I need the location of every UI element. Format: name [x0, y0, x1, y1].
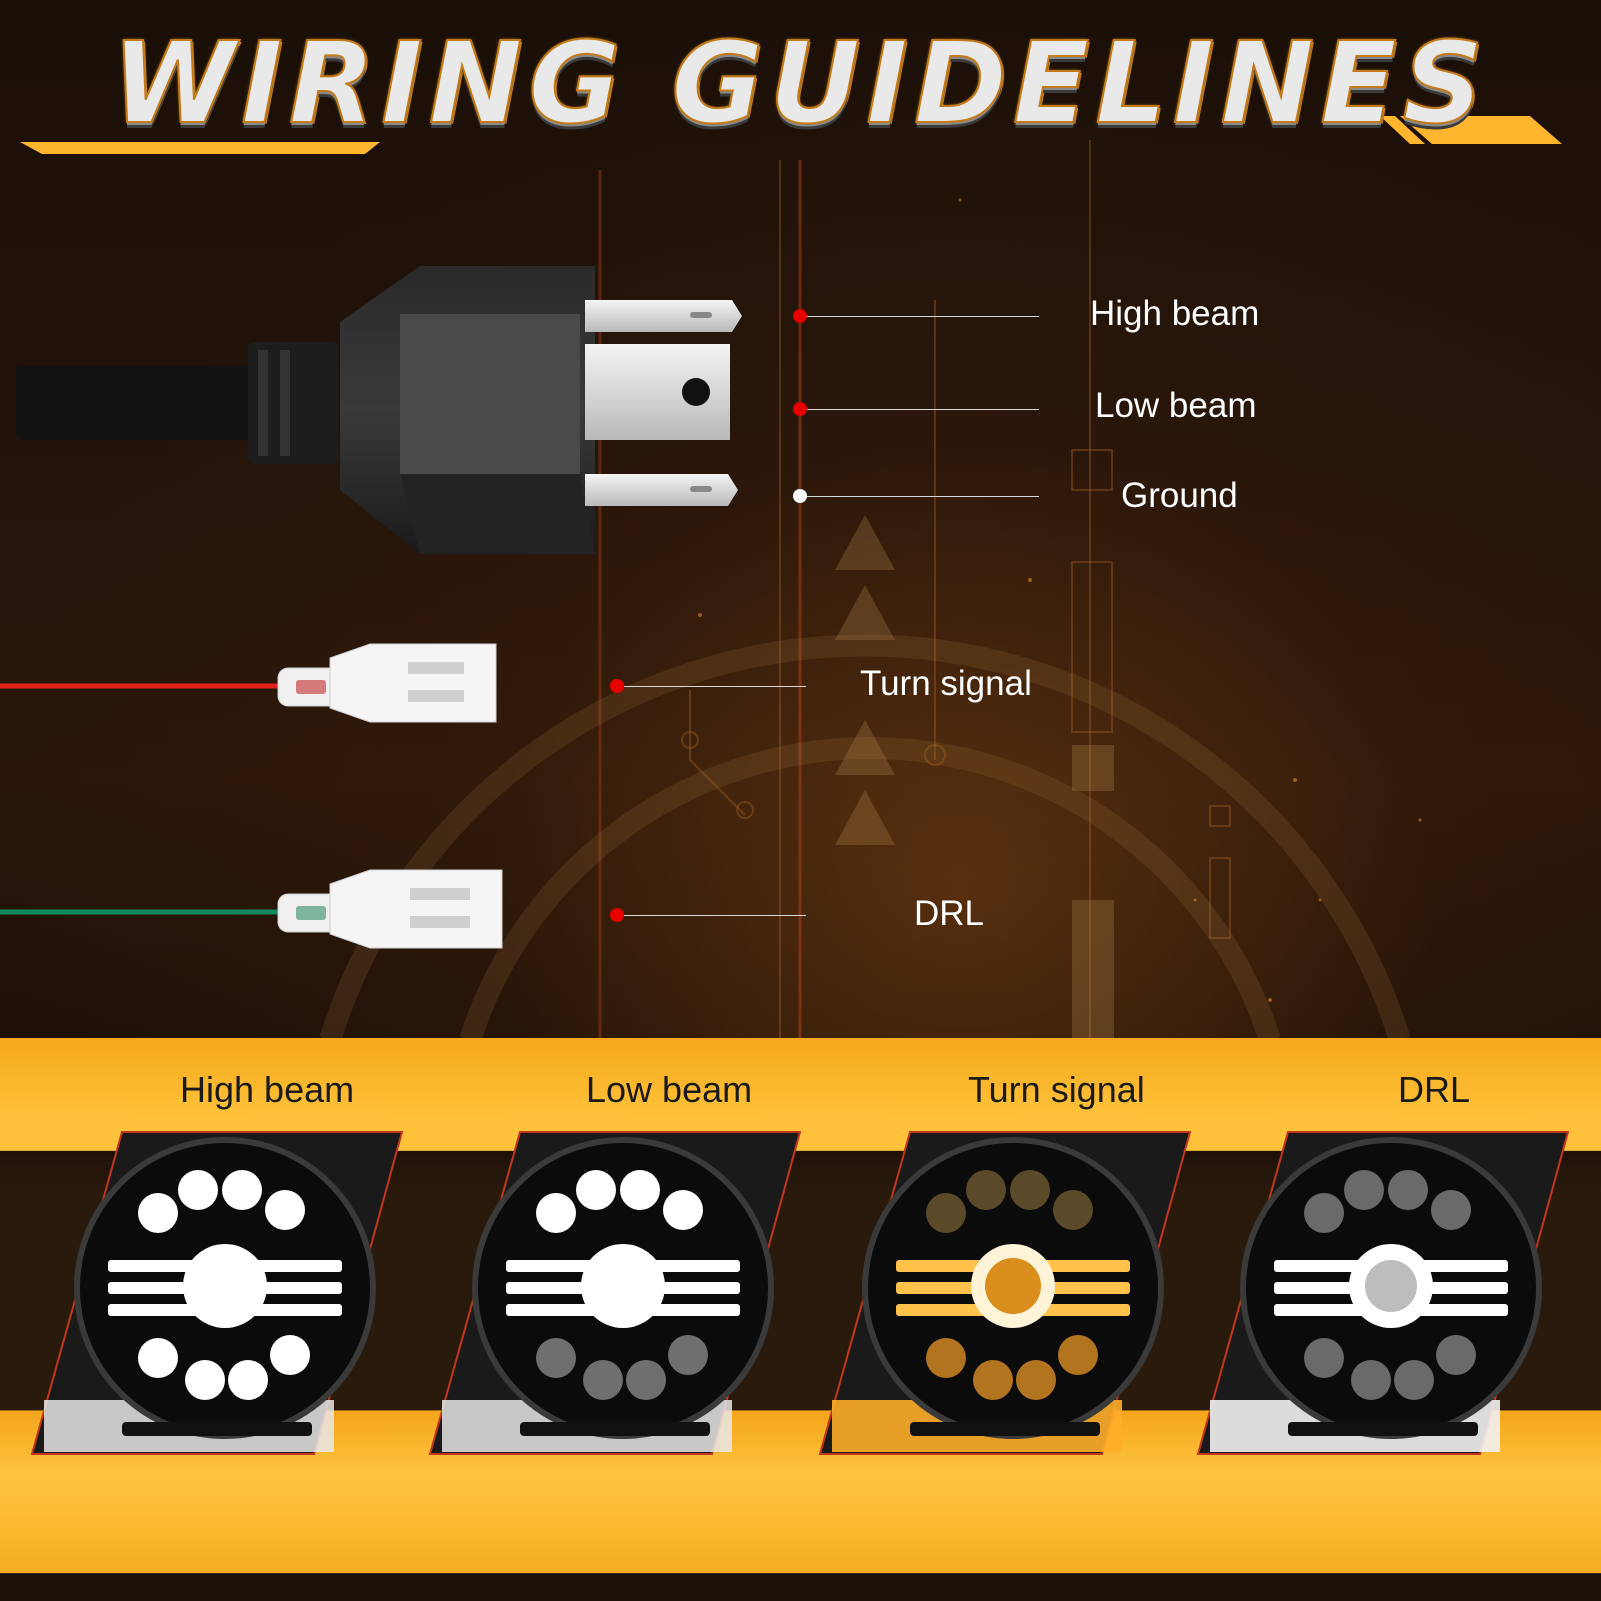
- callout-dot-high-beam: [793, 309, 807, 323]
- drl-wire-connector: [0, 869, 503, 949]
- mode-label-low-beam: Low beam: [586, 1069, 753, 1110]
- callout-dot-turn-signal: [610, 679, 624, 693]
- headlight-low-beam-image: [428, 1131, 802, 1455]
- callout-dot-ground: [793, 489, 807, 503]
- callout-line-ground: [807, 496, 1039, 497]
- h4-connector-plug: [16, 266, 742, 554]
- page-title: WIRING GUIDELINES: [111, 19, 1490, 149]
- title-underline-left: [20, 142, 380, 154]
- headlight-turn-signal-image: [818, 1131, 1192, 1455]
- mode-label-turn-signal: Turn signal: [968, 1069, 1145, 1110]
- callout-dot-low-beam: [793, 402, 807, 416]
- callout-label-low-beam: Low beam: [1095, 386, 1257, 425]
- mode-label-drl: DRL: [1398, 1069, 1471, 1110]
- callout-dot-drl: [610, 908, 624, 922]
- headlight-drl-image: [1196, 1131, 1570, 1455]
- callout-label-drl: DRL: [914, 894, 985, 933]
- callout-line-low-beam: [807, 409, 1039, 410]
- callout-label-turn-signal: Turn signal: [860, 664, 1032, 703]
- background: [0, 0, 1601, 1040]
- mode-label-high-beam: High beam: [180, 1069, 355, 1110]
- headlight-high-beam-image: [30, 1131, 404, 1455]
- title-underline-right: [1380, 116, 1562, 144]
- callout-line-drl: [624, 915, 806, 916]
- callout-line-high-beam: [807, 316, 1039, 317]
- callout-label-high-beam: High beam: [1090, 294, 1260, 333]
- callout-line-turn-signal: [624, 686, 806, 687]
- callout-label-ground: Ground: [1121, 476, 1238, 515]
- turn-signal-wire-connector: [0, 643, 497, 723]
